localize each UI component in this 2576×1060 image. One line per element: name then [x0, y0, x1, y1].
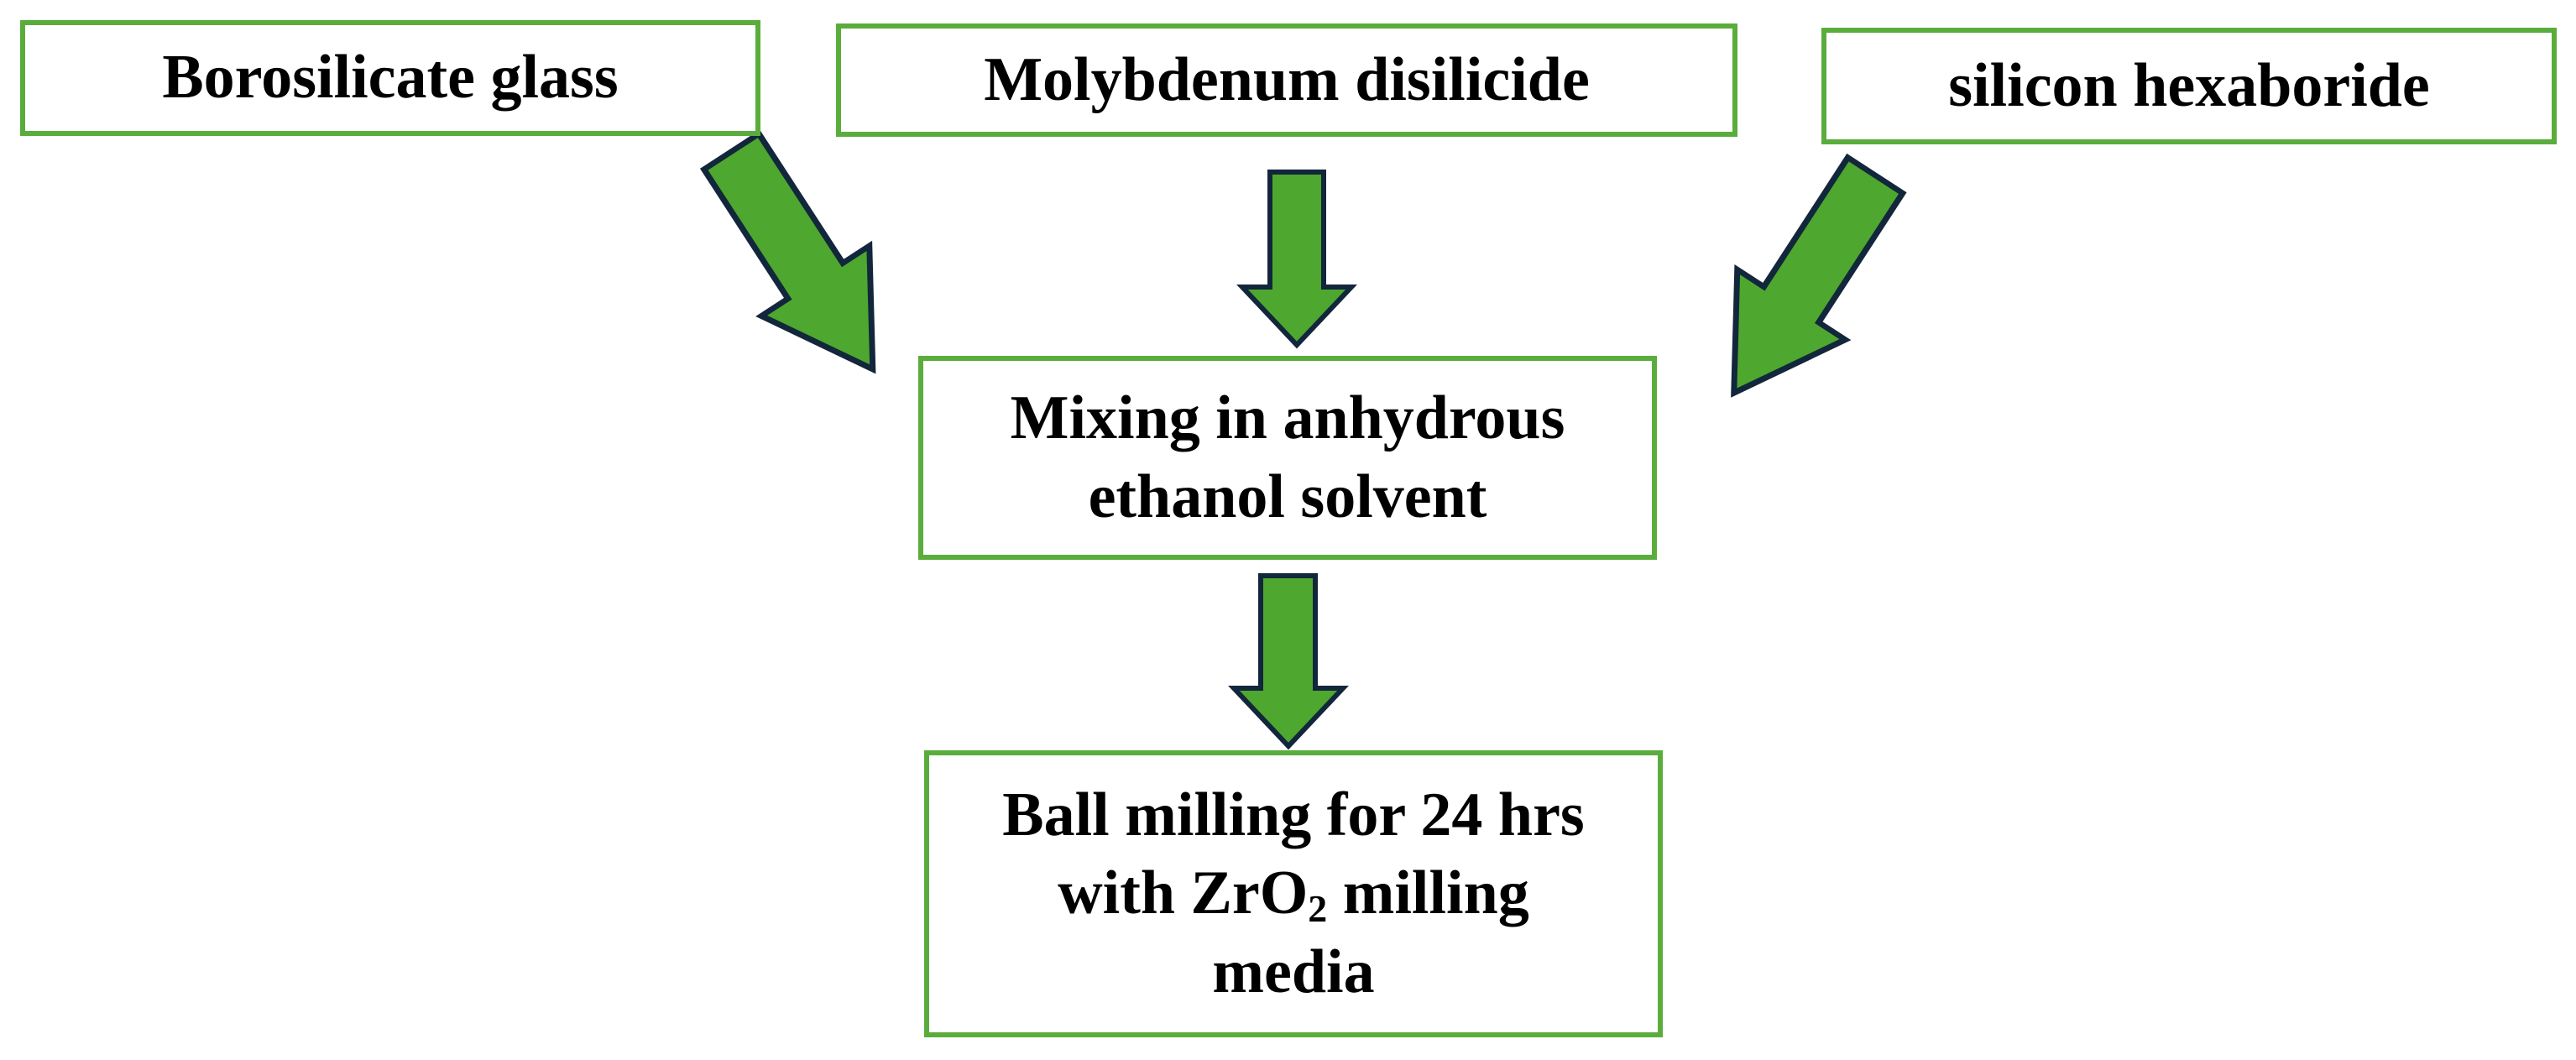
node-label-line2: with ZrO2 milling [1058, 854, 1529, 932]
arrow-silicon-to-mixing [1731, 153, 1907, 398]
node-mixing: Mixing in anhydrous ethanol solvent [918, 356, 1657, 560]
subscript: 2 [1308, 887, 1328, 931]
label-text: with ZrO [1058, 859, 1309, 928]
arrow-shape [1731, 153, 1907, 398]
node-label-line1: Mixing in anhydrous [1010, 384, 1565, 453]
arrow-molybdenum-to-mixing [1236, 170, 1357, 349]
node-label: silicon hexaboride [1948, 50, 2430, 120]
node-label: Borosilicate glass [162, 43, 619, 112]
node-label: Molybdenum disilicide [984, 44, 1590, 114]
label-text: milling [1327, 859, 1529, 928]
node-molybdenum-disilicide: Molybdenum disilicide [836, 23, 1737, 137]
arrow-borosilicate-to-mixing [699, 129, 876, 374]
node-borosilicate-glass: Borosilicate glass [20, 20, 760, 136]
node-label-line3: media [1212, 937, 1375, 1006]
arrow-shape [699, 129, 876, 374]
node-label-line2: ethanol solvent [1088, 462, 1487, 531]
node-label-line1: Ball milling for 24 hrs [1002, 781, 1585, 850]
node-silicon-hexaboride: silicon hexaboride [1821, 28, 2557, 144]
arrow-mixing-to-milling [1228, 573, 1349, 750]
node-ball-milling: Ball milling for 24 hrs with ZrO2 millin… [924, 750, 1663, 1037]
